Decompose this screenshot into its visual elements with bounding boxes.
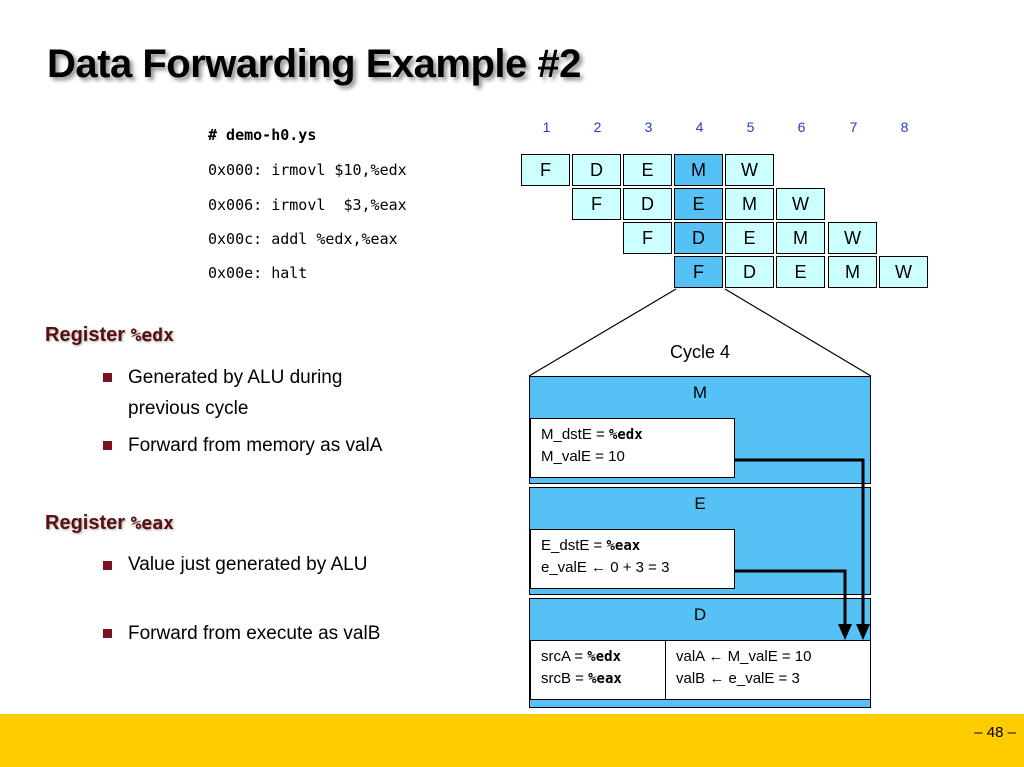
zoom-line-right [724, 288, 872, 377]
pipeline-stage-cell: E [725, 222, 774, 254]
stage-m-label: M [692, 383, 708, 402]
cycle-number: 7 [849, 119, 858, 135]
m-dste-label: M_dstE = [541, 426, 609, 443]
cycle-number: 3 [644, 119, 653, 135]
pipeline-stage-cell: M [674, 154, 723, 186]
e-dste-reg: %eax [606, 538, 641, 554]
bullet-icon [103, 441, 112, 450]
code-line: 0x006: irmovl $3,%eax [208, 196, 407, 214]
page-number: – 48 – [974, 724, 1016, 741]
code-line: 0x00c: addl %edx,%eax [208, 230, 398, 248]
heading-text: Register [45, 324, 131, 346]
pipeline-stage-cell: W [725, 154, 774, 186]
zoom-line-left [528, 288, 677, 377]
pipeline-stage-cell: W [828, 222, 877, 254]
bullet-icon [103, 373, 112, 382]
pipeline-stage-cell: F [572, 188, 621, 220]
stage-e-label: E [694, 494, 706, 513]
bullet-icon [103, 561, 112, 570]
srcb-label: srcB = [541, 670, 589, 687]
cycle-number: 8 [900, 119, 909, 135]
pipeline-stage-cell: D [572, 154, 621, 186]
m-vale: M_valE = 10 [541, 448, 625, 465]
cycle-number: 5 [746, 119, 755, 135]
heading-register: %edx [130, 325, 174, 346]
heading-register: %eax [130, 513, 174, 534]
pipeline-stage-cell: D [674, 222, 723, 254]
pipeline-stage-cell: M [776, 222, 825, 254]
heading-text: Register [45, 512, 131, 534]
bullet-text: Forward from memory as valA [128, 435, 383, 456]
stage-d-label: D [693, 605, 707, 624]
cycle-number: 6 [797, 119, 806, 135]
e-vale: e_valE ← 0 + 3 = 3 [541, 559, 670, 576]
pipeline-stage-cell: W [879, 256, 928, 288]
slide-title: Data Forwarding Example #2 [47, 42, 581, 86]
pipeline-stage-cell: M [725, 188, 774, 220]
cycle-number: 2 [593, 119, 602, 135]
pipeline-stage-cell: F [674, 256, 723, 288]
code-filename: # demo-h0.ys [208, 126, 317, 144]
pipeline-stage-cell: W [776, 188, 825, 220]
d-stage-sources: srcA = %edx srcB = %eax [530, 640, 666, 700]
code-line: 0x00e: halt [208, 264, 308, 282]
cycle-number: 1 [542, 119, 551, 135]
valb-forward: valB ← e_valE = 3 [676, 670, 800, 687]
m-dste-reg: %edx [608, 427, 643, 443]
code-line: 0x000: irmovl $10,%edx [208, 161, 407, 179]
e-stage-values: E_dstE = %eax e_valE ← 0 + 3 = 3 [530, 529, 735, 589]
pipeline-stage-cell: F [623, 222, 672, 254]
footer-bar: – 48 – [0, 714, 1024, 767]
bullet-text: Forward from execute as valB [128, 623, 381, 644]
section-heading-eax: Register %eax [45, 512, 174, 535]
d-stage-forwarded: valA ← M_valE = 10 valB ← e_valE = 3 [665, 640, 871, 700]
pipeline-stage-cell: E [776, 256, 825, 288]
bullet-text: Value just generated by ALU [128, 554, 368, 575]
pipeline-stage-cell: D [623, 188, 672, 220]
e-dste-label: E_dstE = [541, 537, 607, 554]
vala-forward: valA ← M_valE = 10 [676, 648, 812, 665]
section-heading-edx: Register %edx [45, 324, 174, 347]
m-stage-values: M_dstE = %edx M_valE = 10 [530, 418, 735, 478]
cycle-label: Cycle 4 [669, 342, 731, 362]
srca-label: srcA = [541, 648, 588, 665]
bullet-icon [103, 629, 112, 638]
srca-reg: %edx [587, 649, 621, 665]
pipeline-stage-cell: E [623, 154, 672, 186]
bullet-text: Generated by ALU during previous cycle [128, 367, 343, 419]
pipeline-stage-cell: M [828, 256, 877, 288]
srcb-reg: %eax [588, 671, 622, 687]
pipeline-stage-cell: D [725, 256, 774, 288]
pipeline-stage-cell: F [521, 154, 570, 186]
cycle-number: 4 [695, 119, 704, 135]
pipeline-stage-cell: E [674, 188, 723, 220]
